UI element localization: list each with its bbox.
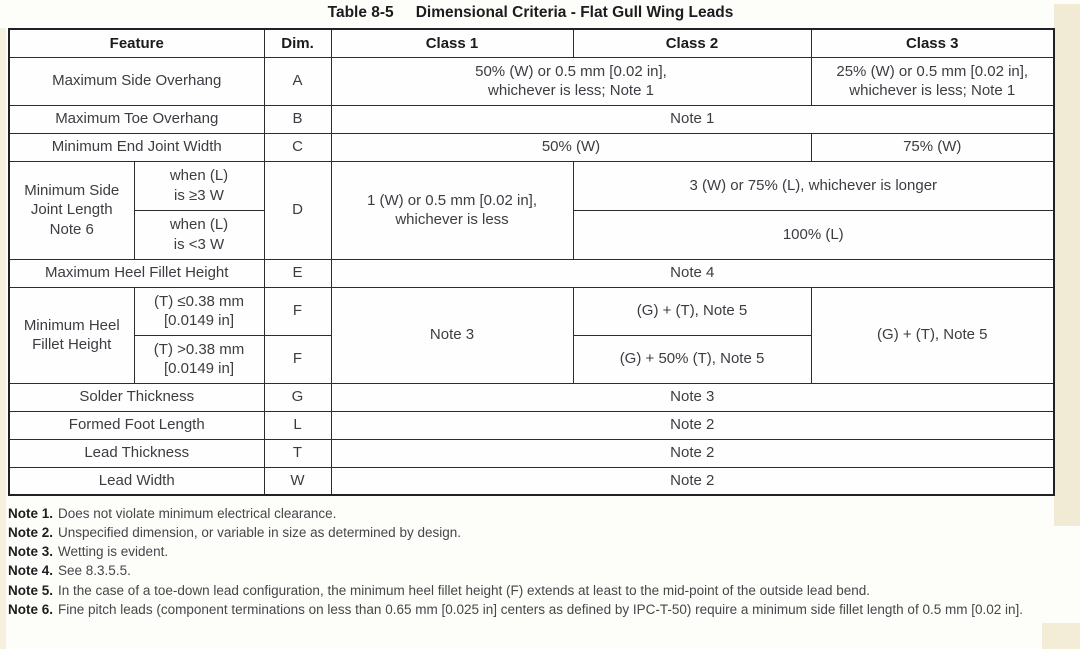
- note-2: Note 2. Unspecified dimension, or variab…: [8, 523, 1068, 542]
- cell-dim: F: [263, 286, 332, 336]
- note-1: Note 1. Does not violate minimum electri…: [8, 504, 1068, 523]
- row-min-heel-fillet-thick: (T) >0.38 mm [0.0149 in] F (G) + 50% (T)…: [9, 334, 1054, 384]
- row-formed-foot-length: Formed Foot Length L Note 2: [8, 410, 1055, 440]
- cell-feature: Lead Width: [8, 466, 265, 496]
- cell-all-classes: Note 2: [330, 410, 1055, 440]
- document-page: Table 8-5 Dimensional Criteria - Flat Gul…: [0, 4, 1080, 619]
- row-side-joint-length-lt3w: when (L) is <3 W 100% (L): [9, 209, 1055, 260]
- cell-dim: E: [263, 258, 332, 288]
- note-4-label: Note 4.: [8, 563, 54, 579]
- cell-class1-2: 50% (W) or 0.5 mm [0.02 in], whichever i…: [330, 56, 812, 106]
- cell-condition-le: (T) ≤0.38 mm [0.0149 in]: [133, 286, 265, 336]
- cell-condition-ge3w: when (L) is ≥3 W: [133, 160, 265, 211]
- cell-class2-3-ge3w: 3 (W) or 75% (L), whichever is longer: [572, 160, 1055, 211]
- cell-dim: C: [263, 132, 332, 162]
- cell-all-classes: Note 3: [330, 382, 1055, 412]
- cell-feature: Maximum Toe Overhang: [8, 104, 265, 134]
- table-caption: Dimensional Criteria - Flat Gull Wing Le…: [415, 4, 734, 21]
- table-notes: Note 1. Does not violate minimum electri…: [8, 504, 1068, 619]
- cell-feature: Maximum Side Overhang: [8, 56, 265, 106]
- note-2-text: Unspecified dimension, or variable in si…: [58, 525, 461, 541]
- page-margin-shade-left: [0, 28, 6, 649]
- cell-condition-lt3w: when (L) is <3 W: [133, 209, 265, 260]
- row-end-joint-width: Minimum End Joint Width C 50% (W) 75% (W…: [8, 132, 1055, 162]
- row-toe-overhang: Maximum Toe Overhang B Note 1: [8, 104, 1055, 134]
- note-6-text: Fine pitch leads (component terminations…: [58, 601, 1023, 617]
- criteria-table: Feature Dim. Class 1 Class 2 Class 3 Max…: [8, 28, 1055, 496]
- row-lead-thickness: Lead Thickness T Note 2: [8, 438, 1055, 468]
- note-6: Note 6. Fine pitch leads (component term…: [8, 600, 1068, 619]
- cell-all-classes: Note 2: [330, 438, 1055, 468]
- row-max-heel-fillet: Maximum Heel Fillet Height E Note 4: [8, 258, 1055, 288]
- note-2-label: Note 2.: [8, 525, 54, 541]
- cell-class3: (G) + (T), Note 5: [810, 286, 1055, 384]
- row-side-joint-length-ge3w: Minimum Side Joint Length Note 6 when (L…: [8, 160, 1055, 260]
- note-3: Note 3. Wetting is evident.: [8, 542, 1068, 561]
- note-3-label: Note 3.: [8, 544, 54, 560]
- cell-all-classes: Note 4: [330, 258, 1055, 288]
- note-5-text: In the case of a toe-down lead configura…: [58, 582, 870, 598]
- cell-condition-gt: (T) >0.38 mm [0.0149 in]: [133, 334, 265, 384]
- note-4: Note 4. See 8.3.5.5.: [8, 561, 1068, 580]
- row-side-overhang: Maximum Side Overhang A 50% (W) or 0.5 m…: [8, 56, 1055, 106]
- header-feature: Feature: [8, 28, 265, 58]
- cell-dim: W: [263, 466, 332, 496]
- cell-feature: Minimum Side Joint Length Note 6: [8, 160, 135, 260]
- cell-all-classes: Note 2: [330, 466, 1055, 496]
- cell-class3: 25% (W) or 0.5 mm [0.02 in], whichever i…: [810, 56, 1055, 106]
- cell-dim: B: [263, 104, 332, 134]
- page-margin-shade-corner: [1042, 623, 1080, 649]
- cell-class1: Note 3: [330, 286, 574, 384]
- cell-dim: F: [263, 334, 332, 384]
- cell-feature: Solder Thickness: [8, 382, 265, 412]
- header-row: Feature Dim. Class 1 Class 2 Class 3: [8, 28, 1055, 58]
- row-solder-thickness: Solder Thickness G Note 3: [8, 382, 1055, 412]
- note-1-label: Note 1.: [8, 506, 54, 521]
- row-lead-width: Lead Width W Note 2: [8, 466, 1055, 496]
- cell-class2-gt: (G) + 50% (T), Note 5: [572, 334, 812, 384]
- header-class2: Class 2: [572, 28, 812, 58]
- page-margin-shade-right: [1054, 4, 1080, 526]
- cell-dim: D: [263, 160, 332, 260]
- cell-dim: L: [263, 410, 332, 440]
- cell-class1: 1 (W) or 0.5 mm [0.02 in], whichever is …: [330, 160, 574, 260]
- cell-dim: G: [263, 382, 332, 412]
- note-5-label: Note 5.: [8, 582, 54, 598]
- table-number: Table 8-5: [327, 4, 394, 21]
- cell-class2-le: (G) + (T), Note 5: [572, 286, 812, 336]
- cell-class2-3-lt3w: 100% (L): [572, 209, 1055, 260]
- header-class3: Class 3: [810, 28, 1055, 58]
- cell-feature: Minimum Heel Fillet Height: [8, 286, 135, 384]
- cell-feature: Maximum Heel Fillet Height: [8, 258, 265, 288]
- note-3-text: Wetting is evident.: [58, 544, 169, 560]
- cell-dim: A: [263, 56, 332, 106]
- cell-class3: 75% (W): [810, 132, 1055, 162]
- note-6-label: Note 6.: [8, 601, 54, 617]
- note-1-text: Does not violate minimum electrical clea…: [58, 506, 337, 521]
- cell-all-classes: Note 1: [330, 104, 1055, 134]
- cell-dim: T: [263, 438, 332, 468]
- header-class1: Class 1: [330, 28, 574, 58]
- table-title: Table 8-5 Dimensional Criteria - Flat Gul…: [8, 4, 1053, 22]
- row-min-heel-fillet-thin: Minimum Heel Fillet Height (T) ≤0.38 mm …: [8, 286, 1055, 384]
- cell-feature: Minimum End Joint Width: [8, 132, 265, 162]
- note-5: Note 5. In the case of a toe-down lead c…: [8, 581, 1068, 600]
- note-4-text: See 8.3.5.5.: [58, 563, 131, 579]
- cell-class1-2: 50% (W): [330, 132, 812, 162]
- header-dim: Dim.: [263, 28, 332, 58]
- cell-feature: Formed Foot Length: [8, 410, 265, 440]
- cell-feature: Lead Thickness: [8, 438, 265, 468]
